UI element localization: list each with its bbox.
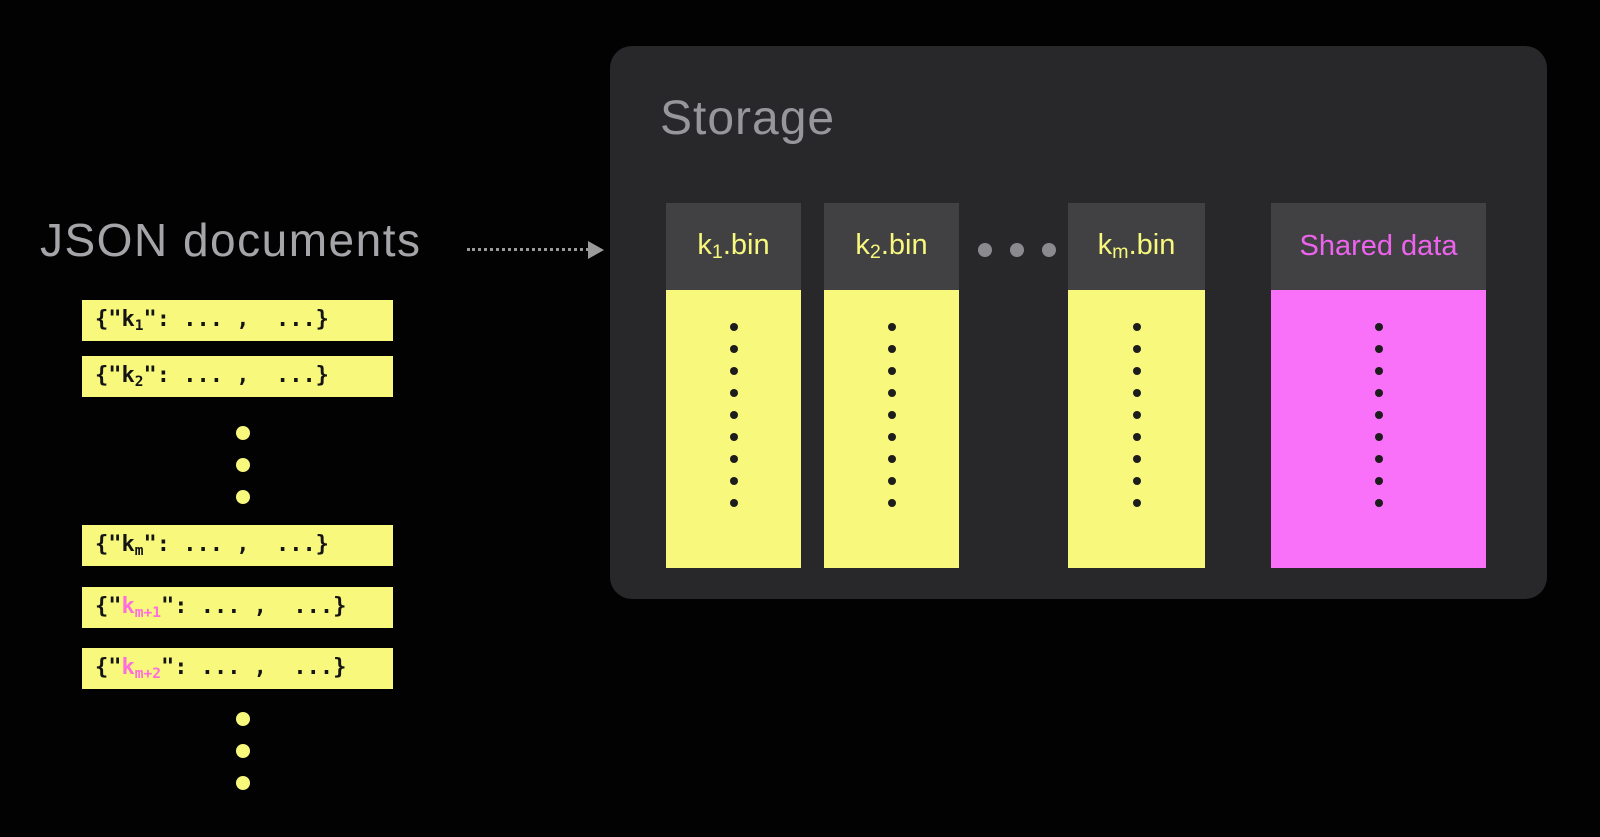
dot — [236, 712, 250, 726]
ellipsis-dots-vertical — [236, 426, 250, 504]
json-documents-label: JSON documents — [40, 214, 422, 266]
dot — [729, 455, 738, 463]
dot — [1132, 433, 1141, 441]
column-header-label: k2.bin — [855, 228, 928, 263]
json-doc-text: {"k1": ... , ...} — [95, 306, 329, 335]
column-header-label: k1.bin — [697, 228, 770, 263]
dot — [978, 243, 992, 257]
column-body — [824, 290, 959, 568]
dot — [1132, 323, 1141, 331]
column-body — [1068, 290, 1205, 568]
dot — [236, 744, 250, 758]
column-body — [1271, 290, 1486, 568]
column-header: Shared data — [1271, 203, 1486, 290]
dot — [729, 345, 738, 353]
dot — [236, 426, 250, 440]
dot — [1374, 345, 1383, 353]
dot — [887, 477, 896, 485]
json-doc-strip-k2: {"k2": ... , ...} — [82, 356, 393, 397]
column-header: k2.bin — [824, 203, 959, 290]
json-doc-text: {"km+2": ... , ...} — [95, 654, 347, 683]
dot — [1132, 455, 1141, 463]
column-header-label: km.bin — [1097, 228, 1176, 263]
arrow-head-icon — [588, 241, 604, 259]
dot — [729, 411, 738, 419]
dot — [729, 433, 738, 441]
dot — [729, 499, 738, 507]
dot — [1374, 323, 1383, 331]
dot — [1132, 411, 1141, 419]
dot — [887, 367, 896, 375]
json-doc-strip-km: {"km": ... , ...} — [82, 525, 393, 566]
dot — [236, 776, 250, 790]
column-header-label: Shared data — [1299, 230, 1458, 262]
dot — [1374, 499, 1383, 507]
dot — [1374, 477, 1383, 485]
dot — [729, 477, 738, 485]
dot — [729, 367, 738, 375]
dot — [887, 345, 896, 353]
dot — [887, 433, 896, 441]
dot — [236, 490, 250, 504]
dot — [887, 323, 896, 331]
json-doc-strip-k1: {"k1": ... , ...} — [82, 300, 393, 341]
ellipsis-dots-vertical — [236, 712, 250, 790]
column-header: k1.bin — [666, 203, 801, 290]
dot — [236, 458, 250, 472]
column-header: km.bin — [1068, 203, 1205, 290]
dot — [1132, 477, 1141, 485]
dot — [1132, 389, 1141, 397]
dot — [887, 455, 896, 463]
dot — [1132, 499, 1141, 507]
arrow-dotted-line — [467, 248, 589, 251]
dot — [1374, 455, 1383, 463]
dot — [1132, 367, 1141, 375]
dot — [1374, 411, 1383, 419]
dot — [1042, 243, 1056, 257]
dot — [1374, 367, 1383, 375]
dot — [887, 499, 896, 507]
storage-column-km: km.bin — [1068, 203, 1205, 568]
dot — [1132, 345, 1141, 353]
dot — [887, 411, 896, 419]
json-doc-text: {"k2": ... , ...} — [95, 362, 329, 391]
ellipsis-dots-horizontal — [978, 243, 1056, 257]
column-body — [666, 290, 801, 568]
json-doc-text: {"km+1": ... , ...} — [95, 593, 347, 622]
dot — [729, 323, 738, 331]
storage-title: Storage — [660, 92, 836, 145]
storage-panel: Storage k1.bin k2.bin km.bin Shared data — [610, 46, 1547, 599]
dot — [729, 389, 738, 397]
storage-column-shared-data: Shared data — [1271, 203, 1486, 568]
storage-column-k2: k2.bin — [824, 203, 959, 568]
storage-column-k1: k1.bin — [666, 203, 801, 568]
dot — [887, 389, 896, 397]
dot — [1010, 243, 1024, 257]
dot — [1374, 433, 1383, 441]
dot — [1374, 389, 1383, 397]
json-doc-strip-km1: {"km+1": ... , ...} — [82, 587, 393, 628]
json-doc-text: {"km": ... , ...} — [95, 531, 329, 560]
json-doc-strip-km2: {"km+2": ... , ...} — [82, 648, 393, 689]
